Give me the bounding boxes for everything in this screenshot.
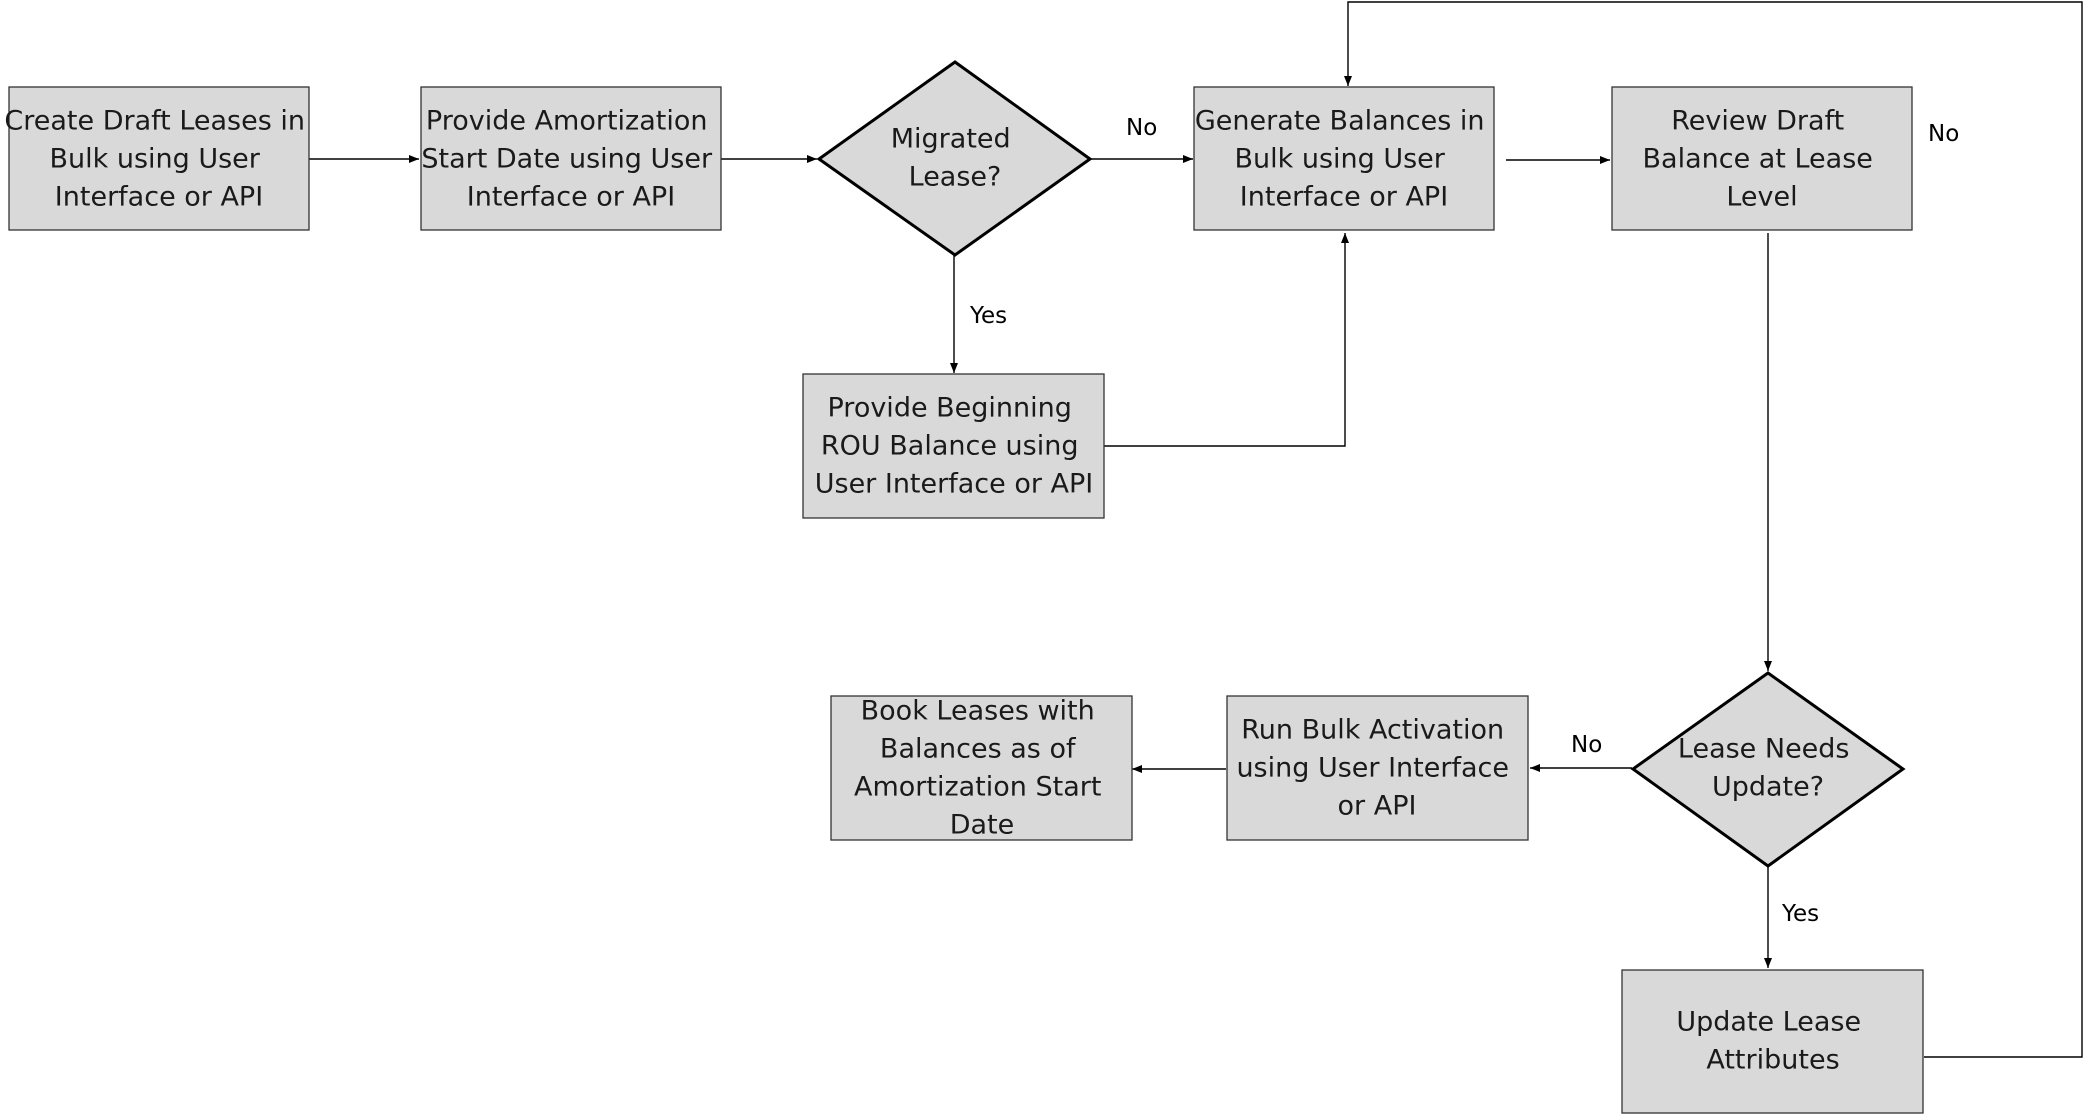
- run-bulk-activation-text: Run Bulk Activation using User Interface…: [1236, 715, 1517, 822]
- create-draft-leases-box: Create Draft Leases in Bulk using User I…: [4, 86, 313, 231]
- needs-update-yes-label: Yes: [1781, 901, 1819, 927]
- generate-balances-box: Generate Balances in Bulk using User Int…: [1193, 86, 1495, 231]
- lease-needs-update-decision: Lease Needs Update?: [1630, 671, 1906, 868]
- update-lease-attributes-box: Update Lease Attributes: [1621, 969, 1924, 1114]
- migrated-lease-decision: Migrated Lease?: [816, 60, 1093, 257]
- create-draft-leases-text: Create Draft Leases in Bulk using User I…: [4, 106, 313, 213]
- review-draft-balance-text: Review Draft Balance at Lease Level: [1643, 106, 1882, 213]
- connectors: [309, 1, 2083, 1058]
- migrated-yes-label: Yes: [969, 303, 1007, 329]
- book-leases-text: Book Leases with Balances as of Amortiza…: [854, 696, 1110, 841]
- edge-beginning-to-generate: [1104, 233, 1349, 447]
- provide-beginning-rou-balance-text: Provide Beginning ROU Balance using User…: [815, 393, 1094, 500]
- review-draft-balance-box: Review Draft Balance at Lease Level: [1611, 86, 1913, 231]
- update-lease-attributes-text: Update Lease Attributes: [1676, 1007, 1869, 1076]
- provide-amortization-start-date-box: Provide Amortization Start Date using Us…: [420, 86, 722, 231]
- review-no-label: No: [1928, 121, 1959, 147]
- provide-amortization-start-date-text: Provide Amortization Start Date using Us…: [421, 106, 720, 213]
- migrated-no-label: No: [1126, 115, 1157, 141]
- lease-needs-update-text: Lease Needs Update?: [1678, 734, 1858, 803]
- provide-beginning-rou-balance-box: Provide Beginning ROU Balance using User…: [802, 373, 1105, 519]
- edge-attributes-loop-to-generate: [1344, 1, 2083, 1058]
- needs-update-no-label: No: [1571, 732, 1602, 758]
- generate-balances-text: Generate Balances in Bulk using User Int…: [1195, 106, 1493, 213]
- book-leases-box: Book Leases with Balances as of Amortiza…: [830, 695, 1133, 841]
- migrated-lease-text: Migrated Lease?: [891, 124, 1020, 193]
- run-bulk-activation-box: Run Bulk Activation using User Interface…: [1226, 695, 1529, 841]
